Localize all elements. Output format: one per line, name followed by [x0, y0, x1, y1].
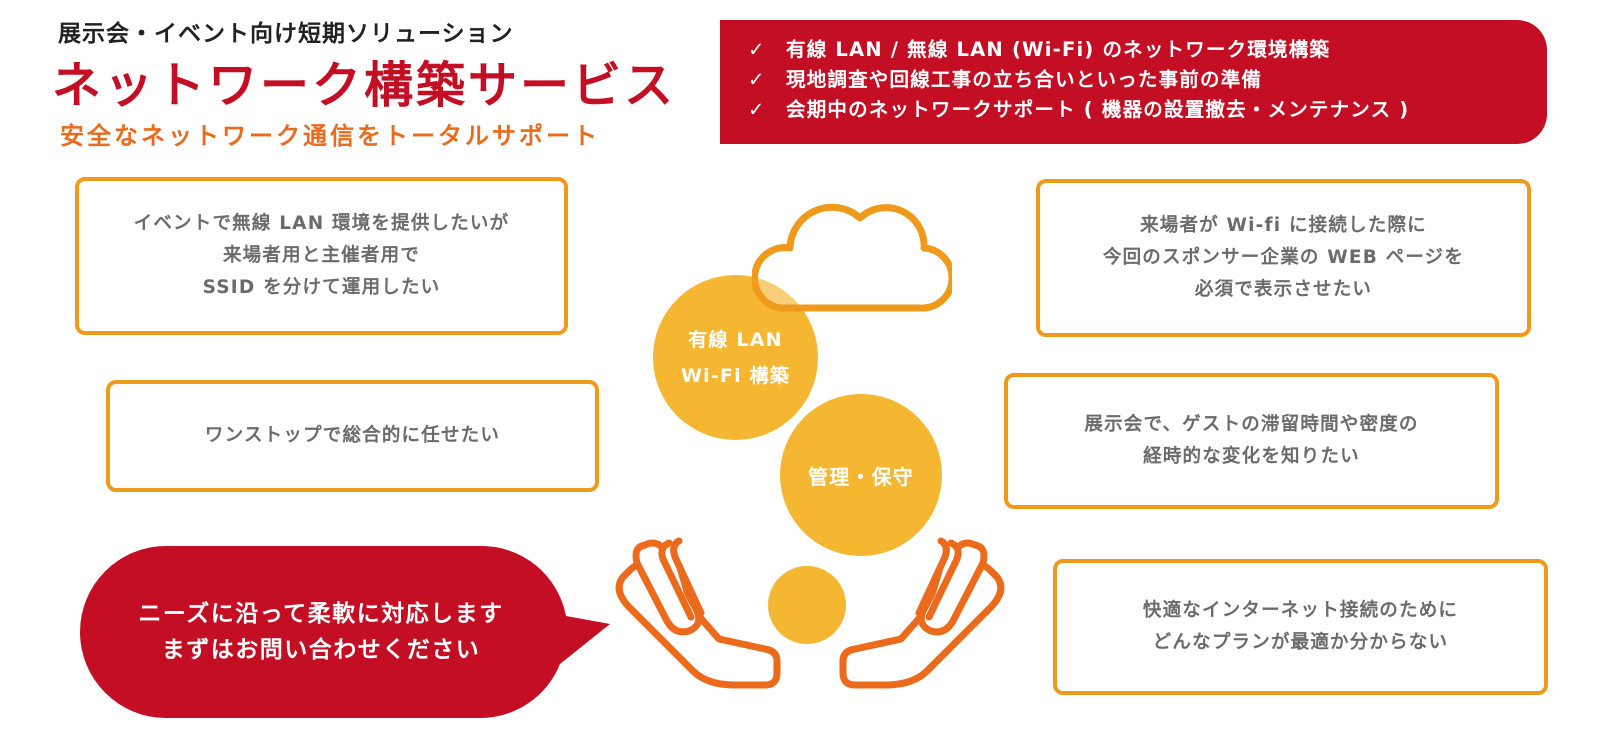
- speech-bubble: [80, 546, 610, 718]
- feature-item: ✓ 会期中のネットワークサポート ( 機器の設置撤去・メンテナンス ): [748, 95, 1547, 125]
- wired-wifi-circle: 有線 LAN Wi-Fi 構築: [653, 275, 818, 440]
- need-box-sponsor-page: 来場者が Wi-fi に接続した際に 今回のスポンサー企業の WEB ページを …: [1036, 179, 1531, 337]
- feature-label: 有線 LAN / 無線 LAN (Wi-Fi) のネットワーク環境構築: [786, 38, 1331, 61]
- right-hand-icon: [839, 537, 1005, 689]
- feature-label: 現地調査や回線工事の立ち合いといった事前の準備: [786, 68, 1263, 91]
- feature-item: ✓ 現地調査や回線工事の立ち合いといった事前の準備: [748, 65, 1547, 95]
- circle-label: 有線 LAN: [688, 328, 783, 351]
- small-circle: [768, 566, 846, 644]
- need-box-onestop: ワンストップで総合的に任せたい: [106, 380, 599, 492]
- page-title: ネットワーク構築サービス: [52, 57, 677, 114]
- maintenance-circle: 管理・保守: [780, 394, 942, 556]
- checkmark-icon: ✓: [748, 38, 766, 61]
- need-box-ssid: イベントで無線 LAN 環境を提供したいが 来場者用と主催者用で SSID を分…: [75, 177, 568, 335]
- need-text: 展示会で、ゲストの滞留時間や密度の 経時的な変化を知りたい: [1084, 414, 1419, 467]
- need-text: ワンストップで総合的に任せたい: [204, 425, 501, 446]
- need-text: 来場者が Wi-fi に接続した際に 今回のスポンサー企業の WEB ページを …: [1102, 215, 1465, 300]
- page-subtitle: 展示会・イベント向け短期ソリューション: [58, 21, 514, 47]
- feature-label: 会期中のネットワークサポート ( 機器の設置撤去・メンテナンス ): [786, 98, 1410, 121]
- cloud-icon: [752, 203, 952, 312]
- left-hand-icon: [615, 537, 781, 689]
- need-box-plan: 快適なインターネット接続のために どんなプランが最適か分からない: [1053, 559, 1548, 695]
- need-text: イベントで無線 LAN 環境を提供したいが 来場者用と主催者用で SSID を分…: [133, 213, 510, 298]
- circle-label: 管理・保守: [808, 464, 914, 489]
- need-text: 快適なインターネット接続のために どんなプランが最適か分からない: [1142, 600, 1459, 653]
- need-box-guest-analytics: 展示会で、ゲストの滞留時間や密度の 経時的な変化を知りたい: [1004, 373, 1499, 509]
- contact-message: ニーズに沿って柔軟に対応します まずはお問い合わせください: [138, 601, 504, 663]
- feature-item: ✓ 有線 LAN / 無線 LAN (Wi-Fi) のネットワーク環境構築: [748, 35, 1547, 65]
- checkmark-icon: ✓: [748, 68, 766, 91]
- checkmark-icon: ✓: [748, 98, 766, 121]
- page-tagline: 安全なネットワーク通信をトータルサポート: [60, 122, 600, 150]
- circle-label: Wi-Fi 構築: [680, 364, 791, 387]
- feature-list-box: ✓ 有線 LAN / 無線 LAN (Wi-Fi) のネットワーク環境構築 ✓ 現地…: [720, 20, 1547, 144]
